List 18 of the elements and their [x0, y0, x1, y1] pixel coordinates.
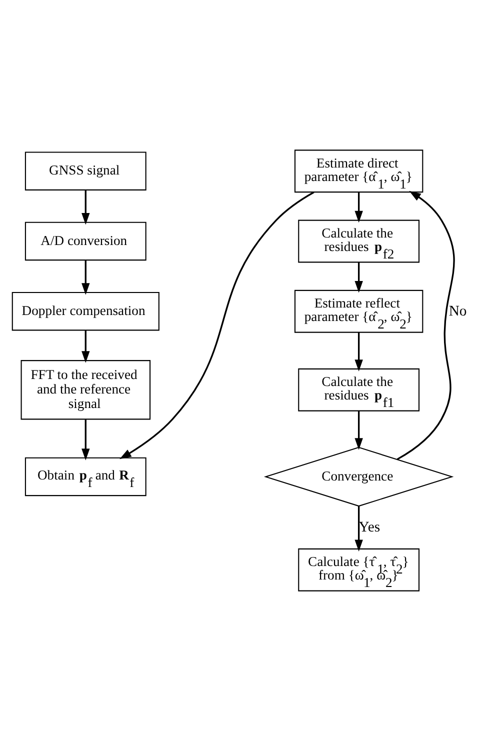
- node-box: A/D conversion: [24, 221, 146, 260]
- arrow: [82, 419, 90, 460]
- arrow: [354, 262, 363, 292]
- edge-label: No: [448, 302, 467, 319]
- arrow: [354, 192, 363, 222]
- arrow: [120, 191, 314, 459]
- node-box: FFT to the received and the reference signal: [20, 360, 151, 420]
- node-diamond: Convergence: [264, 446, 454, 506]
- arrow: [396, 190, 455, 460]
- arrow: [354, 410, 363, 450]
- edge-label: Yes: [358, 518, 380, 535]
- node-box: Doppler compensation: [12, 292, 160, 330]
- arrow: [82, 190, 90, 224]
- arrow: [354, 506, 363, 551]
- arrow: [82, 260, 90, 294]
- node-box: GNSS signal: [24, 151, 146, 190]
- arrow: [354, 332, 363, 371]
- arrow: [82, 330, 90, 362]
